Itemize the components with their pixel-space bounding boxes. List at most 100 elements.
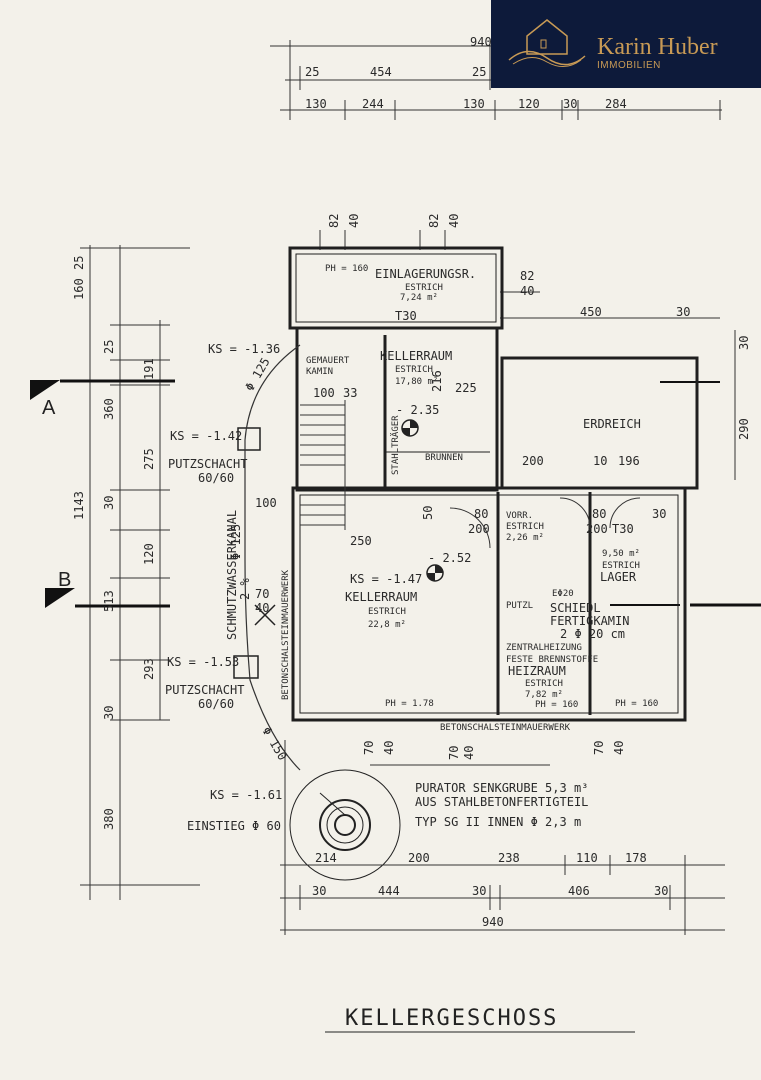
label-putzl: PUTZL: [506, 601, 533, 611]
dim-inner-8: 80: [592, 507, 606, 521]
dim-top2-5: 284: [605, 97, 627, 111]
dim-top-total: 940: [470, 35, 492, 49]
dim-erdreich-0: 200: [522, 454, 544, 468]
dim-top1-0: 25: [305, 65, 319, 79]
dim-upper-0: 82: [327, 214, 341, 228]
dim-bottom2-0: 30: [312, 884, 326, 898]
label-ks-2: KS = -1.42: [170, 429, 242, 443]
label-ks-1: KS = -1.36: [208, 342, 280, 356]
dim-bottom2-2: 30: [472, 884, 486, 898]
dim-right-upper-3: 30: [676, 305, 690, 319]
einlagerung-name: EINLAGERUNGSR.: [375, 267, 476, 281]
dim-inner-2: 216: [430, 370, 444, 392]
label-putzschacht-1-size: 60/60: [198, 471, 234, 485]
dim-bottom-low-0: 70: [362, 741, 376, 755]
dim-left-total: 1143: [72, 491, 86, 520]
dim-bottom1-4: 178: [625, 851, 647, 865]
dim-inner-3: 225: [455, 381, 477, 395]
label-e20: EΦ20: [552, 589, 574, 599]
dim-upper-2: 82: [427, 214, 441, 228]
dim-bottom-low-1: 40: [382, 741, 396, 755]
dim-left-9: 293: [142, 658, 156, 680]
lager-floor: ESTRICH: [602, 561, 640, 571]
heizraum-ph: PH = 160: [535, 700, 578, 710]
dim-right-side-0: 30: [737, 336, 751, 350]
dim-left-11: 380: [102, 808, 116, 830]
dim-inner-4: 250: [350, 534, 372, 548]
dim-left-0: 160: [72, 278, 86, 300]
dim-bottom-low-3: 40: [462, 746, 476, 760]
kellerraum-main-ph: PH = 1.78: [385, 699, 434, 709]
dim-right-upper-0: 82: [520, 269, 534, 283]
house-logo-icon: [508, 19, 586, 67]
vorr-name: VORR.: [506, 511, 533, 521]
dim-left-2: 25: [102, 340, 116, 354]
dim-bottom2-1: 444: [378, 884, 400, 898]
walls: [288, 246, 699, 722]
dim-left-3: 191: [142, 358, 156, 380]
dim-inner-6: 80: [474, 507, 488, 521]
dim-bottom-low-5: 40: [612, 741, 626, 755]
dim-bottom-total: 940: [482, 915, 504, 929]
lager-area: 9,50 m²: [602, 549, 640, 559]
dim-top2-3: 120: [518, 97, 540, 111]
label-feste-brennstoffe: FESTE BRENNSTOFFE: [506, 655, 598, 665]
dim-erdreich-1: 10: [593, 454, 607, 468]
einlagerung-ph: PH = 160: [325, 264, 368, 274]
label-fertigkamin: FERTIGKAMIN: [550, 614, 629, 628]
erdreich-name: ERDREICH: [583, 417, 641, 431]
putzschacht-boxes: [233, 427, 276, 679]
dim-inner-13: 40: [255, 601, 269, 615]
brand-name: Karin Huber: [597, 34, 718, 60]
door-t30-b: T30: [612, 522, 634, 536]
dim-left-7: 120: [142, 543, 156, 565]
dim-inner-1: 33: [343, 386, 357, 400]
einlagerung-floor: ESTRICH: [405, 283, 443, 293]
dim-left-8: 513: [102, 590, 116, 612]
label-ks-3: KS = -1.47: [350, 572, 422, 586]
dim-bottom2-3: 406: [568, 884, 590, 898]
senkgrube-line-2: AUS STAHLBETONFERTIGTEIL: [415, 795, 588, 809]
dim-inner-12: 70: [255, 587, 269, 601]
label-gemauert: GEMAUERT: [306, 356, 350, 366]
lager-name: LAGER: [600, 570, 637, 584]
dim-inner-11: 100: [255, 496, 277, 510]
label-pipe-1: Φ 125: [242, 355, 272, 393]
senkgrube-line-3: TYP SG II INNEN Φ 2,3 m: [415, 815, 581, 829]
label-stahltraeger: STAHLTRÄGER: [390, 415, 401, 475]
sewer-pipe: [244, 344, 301, 771]
section-b-label: B: [58, 569, 71, 591]
top-dimension-lines: [270, 40, 722, 120]
label-schiedl: SCHIEDL: [550, 601, 601, 615]
brand-logo: Karin Huber IMMOBILIEN: [491, 0, 761, 88]
kellerraum-top-floor: ESTRICH: [395, 365, 433, 375]
label-kanal-diameter: Φ 125: [229, 524, 243, 560]
heizraum-name: HEIZRAUM: [508, 664, 566, 678]
doors: [449, 497, 641, 549]
label-beton-1: BETONSCHALSTEINMAUERWERK: [281, 569, 291, 700]
dim-upper-1: 40: [347, 214, 361, 228]
label-putzschacht-2: PUTZSCHACHT: [165, 683, 244, 697]
lager-ph: PH = 160: [615, 699, 658, 709]
kellerraum-main-floor: ESTRICH: [368, 607, 406, 617]
dim-inner-5: 50: [421, 506, 435, 520]
brand-subtitle: IMMOBILIEN: [597, 60, 661, 71]
kellerraum-main-area: 22,8 m²: [368, 620, 406, 630]
plan-title: KELLERGESCHOSS: [345, 1006, 558, 1031]
dim-top1-2: 25: [472, 65, 486, 79]
dim-left-1: 25: [72, 256, 86, 270]
label-zentralheizung: ZENTRALHEIZUNG: [506, 643, 582, 653]
dim-upper-3: 40: [447, 214, 461, 228]
kellerraum-top-area: 17,80 m²: [395, 377, 438, 387]
label-brunnen: BRUNNEN: [425, 453, 463, 463]
dim-inner-7: 200: [468, 522, 490, 536]
dim-top2-1: 244: [362, 97, 384, 111]
label-putzschacht-1: PUTZSCHACHT: [168, 457, 247, 471]
bottom-dimension-lines: [280, 330, 736, 935]
dim-bottom-low-4: 70: [592, 741, 606, 755]
section-markers: [30, 379, 761, 608]
label-beton-2: BETONSCHALSTEINMAUERWERK: [440, 723, 571, 733]
label-kanal-slope: 2 %: [238, 578, 252, 600]
einlagerung-area: 7,24 m²: [400, 293, 438, 303]
